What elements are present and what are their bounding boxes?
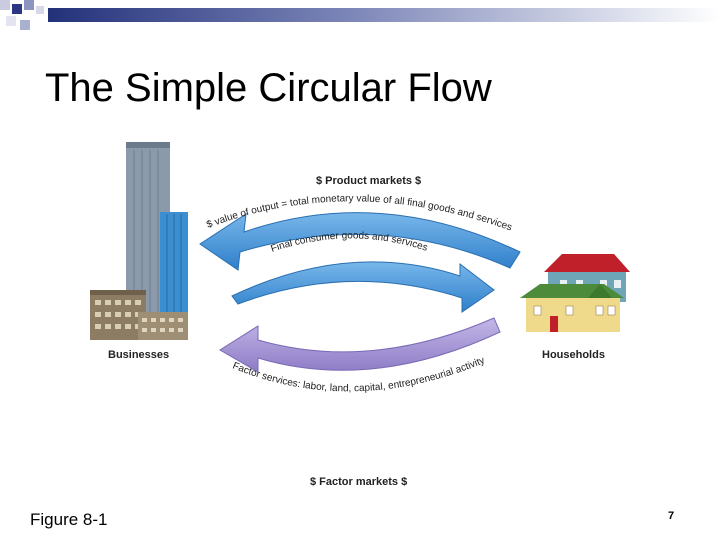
product-payment-arrow	[199, 212, 521, 271]
figure-label: Figure 8-1	[30, 510, 108, 529]
factor-services-arrow	[219, 317, 501, 373]
consumer-goods-arrow	[231, 261, 495, 313]
factor-markets-label: $ Factor markets $	[310, 476, 407, 488]
households-label: Households	[542, 349, 605, 361]
businesses-label: Businesses	[108, 349, 169, 361]
page-number: 7	[668, 510, 675, 522]
slide-title: The Simple Circular Flow	[45, 66, 492, 110]
product-markets-label: $ Product markets $	[316, 175, 421, 187]
businesses-buildings-icon	[90, 142, 188, 340]
households-houses-icon	[520, 254, 630, 332]
header-decoration	[0, 0, 720, 30]
